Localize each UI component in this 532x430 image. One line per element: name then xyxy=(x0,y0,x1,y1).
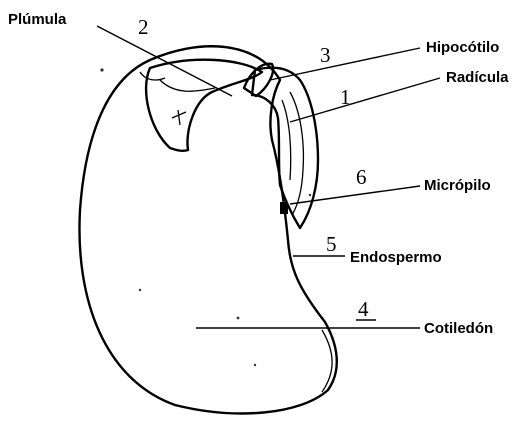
seed-outline xyxy=(79,46,336,413)
number-5: 5 xyxy=(326,232,337,256)
number-1: 1 xyxy=(340,85,351,109)
speck xyxy=(237,317,240,320)
speck xyxy=(100,68,103,71)
plumula-vein xyxy=(172,110,186,125)
number-3: 3 xyxy=(320,43,331,67)
plumula-lobe xyxy=(140,72,165,80)
number-2: 2 xyxy=(138,15,149,39)
plumula-inner xyxy=(160,80,215,91)
number-6: 6 xyxy=(356,165,367,189)
label-endospermo: Endospermo xyxy=(350,249,442,266)
speck xyxy=(309,194,311,196)
plumula-shape xyxy=(146,60,262,151)
leader-radicula xyxy=(290,78,440,122)
radicula-inner-2 xyxy=(282,100,291,180)
number-4: 4 xyxy=(358,297,369,321)
label-hipocotilo: Hipocótilo xyxy=(426,39,499,56)
speck xyxy=(139,289,141,291)
label-plumula: Plúmula xyxy=(8,11,67,28)
radicula-inner xyxy=(290,92,303,215)
label-radicula: Radícula xyxy=(446,69,509,86)
seed-inner-edge xyxy=(322,330,332,392)
micropilo-marker xyxy=(280,202,288,214)
label-cotiledon: Cotiledón xyxy=(424,320,493,337)
speck xyxy=(254,364,256,366)
label-micropilo: Micrópilo xyxy=(424,177,491,194)
leader-hipocotilo xyxy=(270,48,420,80)
